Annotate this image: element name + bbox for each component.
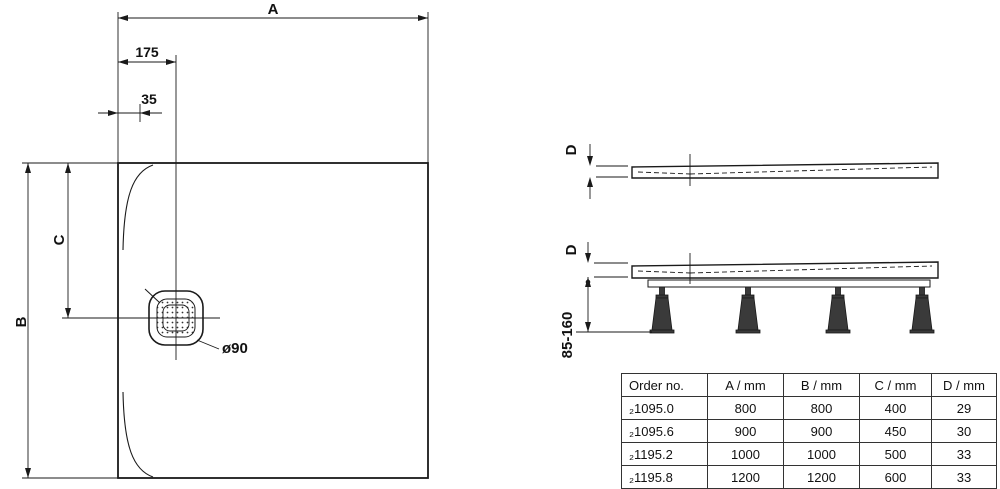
table-header-row: Order no. A / mm B / mm C / mm D / mm	[621, 373, 997, 397]
dim-a-value: 1200	[707, 465, 784, 489]
col-header-d: D / mm	[931, 373, 997, 397]
table-row: ₂1095.0 800 800 400 29	[621, 396, 997, 420]
section-view-tray: D	[563, 144, 939, 199]
dim-c-value: 450	[859, 419, 932, 443]
dim-d-top-label: D	[563, 144, 580, 155]
dim-a-value: 800	[707, 396, 784, 420]
dim-c-value: 600	[859, 465, 932, 489]
order-no: ₂1195.2	[621, 442, 708, 466]
dim-d-value: 33	[931, 442, 997, 466]
arrow-icon	[585, 322, 591, 332]
slope-dashed-line	[637, 171, 691, 175]
dim-b-value: 1200	[783, 465, 860, 489]
plan-view: A 175 35 B C	[13, 1, 429, 479]
col-header-c: C / mm	[859, 373, 932, 397]
dim-a-value: 900	[707, 419, 784, 443]
order-no: ₂1095.6	[621, 419, 708, 443]
foot-icon	[649, 286, 675, 334]
dim-a-value: 1000	[707, 442, 784, 466]
table-row: ₂1195.8 1200 1200 600 33	[621, 465, 997, 489]
foot-icon	[909, 286, 935, 334]
dim-d-value: 30	[931, 419, 997, 443]
slope-dashed-line	[637, 270, 691, 274]
dim-height-range-label: 85-160	[559, 312, 576, 359]
slope-arc-bottom	[122, 391, 154, 478]
arrow-icon	[65, 308, 71, 318]
arrow-icon	[587, 177, 593, 187]
arrow-icon	[118, 15, 128, 21]
drain-leader-line	[196, 339, 220, 350]
adjustable-feet	[649, 286, 935, 334]
dimension-table: Order no. A / mm B / mm C / mm D / mm ₂1…	[621, 373, 997, 489]
arrow-icon	[166, 59, 176, 65]
arrow-icon	[25, 163, 31, 173]
support-frame	[647, 279, 931, 288]
foot-icon	[825, 286, 851, 334]
drain-diameter-label: ø90	[222, 340, 248, 357]
section-view-with-feet: D 85-160	[559, 242, 939, 359]
arrow-icon	[118, 59, 128, 65]
dim-c-label: C	[51, 234, 68, 245]
table-row: ₂1095.6 900 900 450 30	[621, 419, 997, 443]
dim-b-value: 900	[783, 419, 860, 443]
dim-d-value: 33	[931, 465, 997, 489]
dim-c-value: 500	[859, 442, 932, 466]
dim-d-value: 29	[931, 396, 997, 420]
arrow-icon	[587, 156, 593, 166]
arrow-icon	[25, 468, 31, 478]
dim-dot	[585, 279, 591, 285]
dim-a-label: A	[268, 1, 279, 18]
dim-35-label: 35	[141, 91, 157, 107]
arrow-icon	[140, 110, 150, 116]
order-no: ₂1195.8	[621, 465, 708, 489]
slope-arc-top	[122, 164, 154, 251]
arrow-icon	[108, 110, 118, 116]
dim-b-label: B	[13, 316, 30, 327]
dim-d-bottom-label: D	[563, 244, 580, 255]
dim-b-value: 800	[783, 396, 860, 420]
col-header-order: Order no.	[621, 373, 708, 397]
arrow-icon	[585, 253, 591, 263]
foot-icon	[735, 286, 761, 334]
dim-b-value: 1000	[783, 442, 860, 466]
drain-icon	[144, 288, 204, 346]
tray-outline	[117, 162, 429, 479]
arrow-icon	[65, 163, 71, 173]
tray-profile-outline	[631, 261, 939, 279]
slope-dashed-line	[689, 166, 933, 175]
arrow-icon	[418, 15, 428, 21]
col-header-a: A / mm	[707, 373, 784, 397]
tray-profile-outline	[631, 162, 939, 179]
slope-dashed-line	[689, 265, 933, 274]
table-row: ₂1195.2 1000 1000 500 33	[621, 442, 997, 466]
order-no: ₂1095.0	[621, 396, 708, 420]
dim-175-label: 175	[135, 44, 159, 60]
col-header-b: B / mm	[783, 373, 860, 397]
dim-c-value: 400	[859, 396, 932, 420]
